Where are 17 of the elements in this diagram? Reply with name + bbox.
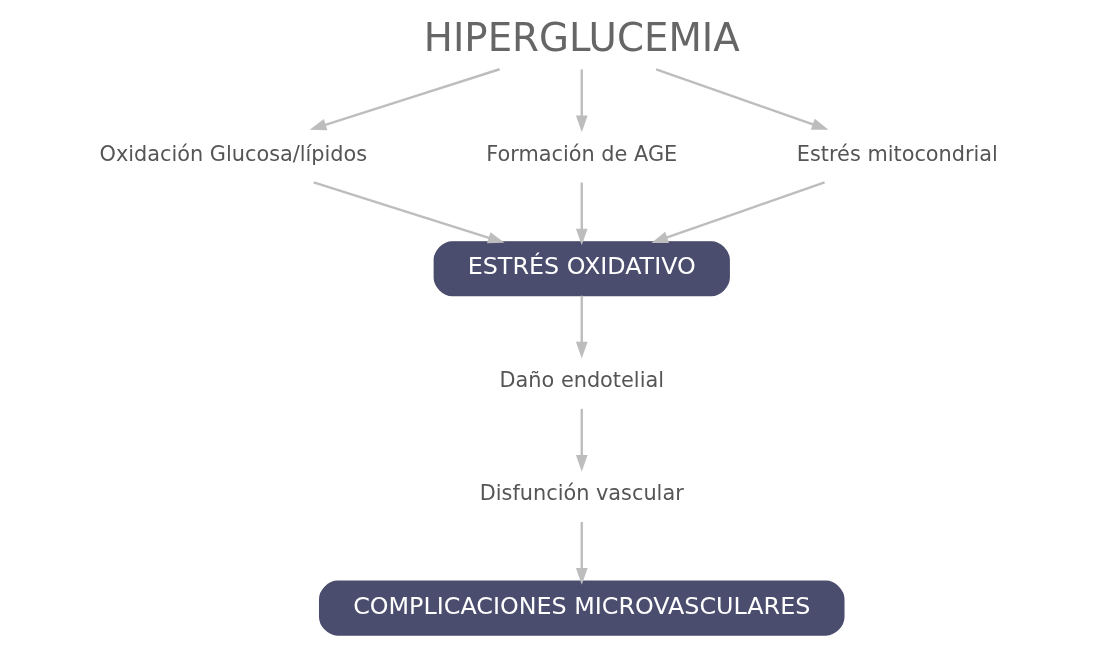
arrow	[575, 522, 588, 585]
arrow	[313, 181, 505, 244]
arrow	[651, 181, 825, 243]
arrow	[655, 68, 829, 130]
arrow	[309, 68, 500, 131]
arrow	[575, 295, 588, 359]
arrow	[575, 408, 588, 472]
arrow	[575, 182, 588, 246]
node-text: Disfunción vascular	[479, 481, 684, 506]
arrow	[575, 69, 588, 133]
node-box: COMPLICACIONES MICROVASCULARES	[318, 580, 845, 636]
node-text: Daño endotelial	[499, 368, 664, 393]
node-text: Formación de AGE	[486, 142, 678, 167]
node-text: Estrés mitocondrial	[796, 142, 998, 167]
node-box: ESTRÉS OXIDATIVO	[433, 241, 730, 297]
node-text: HIPERGLUCEMIA	[423, 15, 740, 60]
node-text: Oxidación Glucosa/lípidos	[99, 142, 368, 167]
